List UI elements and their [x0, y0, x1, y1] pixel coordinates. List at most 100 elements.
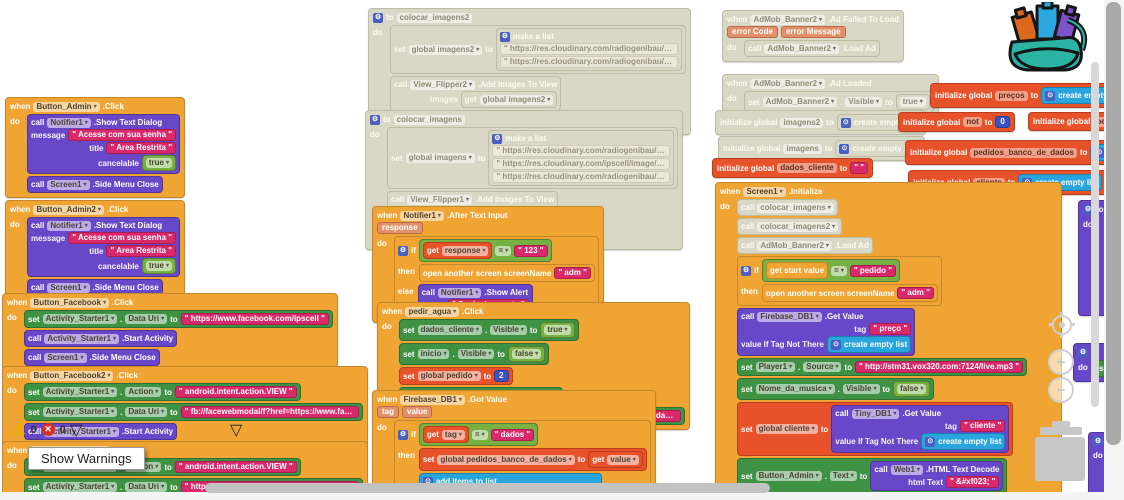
dropdown-field[interactable]: Notifier1▾ [400, 210, 444, 221]
mutator-gear-icon[interactable]: ⚙ [398, 245, 408, 256]
dropdown-field[interactable]: tag▾ [441, 429, 465, 440]
number-literal[interactable]: 2 [494, 370, 509, 382]
error-icon[interactable]: ✕ [41, 423, 55, 436]
text-literal[interactable]: https://res.cloudinary.com/radiogenibau/… [492, 145, 671, 157]
text-literal[interactable]: cliente [960, 420, 1006, 432]
name-field[interactable]: preços [995, 90, 1028, 101]
dropdown-field[interactable]: Notifier1▾ [47, 220, 91, 231]
dropdown-field[interactable]: Visible▾ [845, 97, 883, 107]
dropdown-field[interactable]: Tiny_DB1▾ [851, 408, 900, 419]
text-literal[interactable]: 123 [514, 244, 548, 257]
make-a-list[interactable]: ⚙make a listhttps://res.cloudinary.com/r… [488, 130, 675, 186]
dropdown-field[interactable]: Notifier1▾ [47, 117, 91, 128]
dropdown-field[interactable]: true▾ [544, 325, 571, 335]
dropdown-field[interactable]: View_Flipper1▾ [407, 194, 473, 205]
dropdown-field[interactable]: Data Uri▾ [125, 407, 168, 417]
dropdown-field[interactable]: true▾ [145, 261, 173, 271]
parameter-chip[interactable]: value [402, 406, 433, 418]
dropdown-field[interactable]: Activity_Starter1▾ [44, 333, 119, 344]
mutator-gear-icon[interactable]: ⚙ [398, 429, 408, 440]
parameter-chip[interactable]: response [377, 222, 423, 234]
create-empty-list[interactable]: ⊙create empty list [826, 336, 912, 353]
dropdown-field[interactable]: true▾ [899, 97, 926, 107]
get-start-value[interactable]: get start value [765, 262, 829, 279]
name-field[interactable]: dados_cliente [777, 163, 837, 173]
open-another-screen[interactable]: open another screen screenNameadm [761, 284, 938, 302]
dropdown-field[interactable]: colocar_imagens▾ [757, 202, 834, 213]
dropdown-field[interactable]: value▾ [607, 454, 639, 465]
mutator-gear-icon[interactable]: ⚙ [370, 114, 380, 125]
dropdown-field[interactable]: global imagens▾ [405, 153, 475, 163]
dropdown-field[interactable]: Activity_Starter1▾ [42, 387, 118, 397]
text-literal[interactable]: pedido [849, 264, 897, 277]
create-empty-list[interactable]: ⊙create empty list [1041, 87, 1124, 104]
dropdown-field[interactable]: Screen1▾ [47, 282, 90, 293]
dropdown-field[interactable]: Text▾ [829, 471, 857, 481]
dropdown-field[interactable]: Activity_Starter1▾ [42, 482, 118, 492]
mutator-gear-icon[interactable]: ⚙ [1083, 204, 1093, 215]
text-literal[interactable]: http://stm31.vox320.com:7124/live.mp3 [854, 361, 1024, 373]
dropdown-field[interactable]: Button_Facebook2▾ [30, 370, 114, 381]
dropdown-field[interactable]: global pedido▾ [417, 371, 481, 381]
name-field[interactable]: imagens2 [780, 117, 824, 128]
text-literal[interactable]: Acesse com sua senha [68, 129, 177, 141]
dropdown-field[interactable]: Firebase_DB1▾ [400, 394, 465, 405]
mutator-gear-icon[interactable]: ⚙ [1093, 436, 1103, 446]
dropdown-field[interactable]: =▾ [471, 429, 488, 440]
dropdown-field[interactable]: Screen1▾ [743, 186, 786, 197]
dropdown-field[interactable]: Button_Admin2▾ [33, 204, 105, 215]
warning-icon[interactable]: ⚠ [12, 421, 26, 438]
text-literal[interactable]: Acesse com sua senha [68, 232, 177, 244]
text-literal[interactable]: adm [554, 267, 591, 279]
logic-true[interactable]: true▾ [141, 155, 177, 171]
name-field[interactable]: colocar_imagens2 [396, 12, 473, 23]
dropdown-field[interactable]: Screen1▾ [44, 352, 87, 363]
list-mutator-icon[interactable]: ⊙ [1045, 90, 1056, 101]
parameter-chip[interactable]: error Message [780, 26, 846, 38]
list-mutator-icon[interactable]: ⊙ [422, 476, 433, 487]
text-literal[interactable]: https://res.cloudinary.com/radiogenibau/… [492, 171, 671, 183]
create-empty-list[interactable]: ⊙create empty list [835, 140, 920, 157]
dropdown-field[interactable]: Web1▾ [890, 464, 923, 475]
dropdown-field[interactable]: AdMob_Banner2▾ [750, 14, 826, 25]
dropdown-field[interactable]: AdMob_Banner2▾ [757, 240, 832, 251]
mutator-gear-icon[interactable]: ⚙ [741, 265, 751, 276]
mutator-gear-icon[interactable]: ⚙ [492, 133, 503, 144]
text-literal[interactable]: &#xf023; [946, 476, 1000, 488]
text-literal[interactable]: Area Restrita [106, 245, 177, 257]
mutator-gear-icon[interactable]: ⚙ [1078, 347, 1088, 358]
text-literal[interactable]: Area Restrita [106, 142, 177, 154]
text-literal[interactable]: https://www.facebook.com/ipscell [180, 313, 329, 325]
set-player1-source[interactable]: setPlayer1▾.Source▾tohttp://stm31.vox320… [737, 358, 1028, 376]
